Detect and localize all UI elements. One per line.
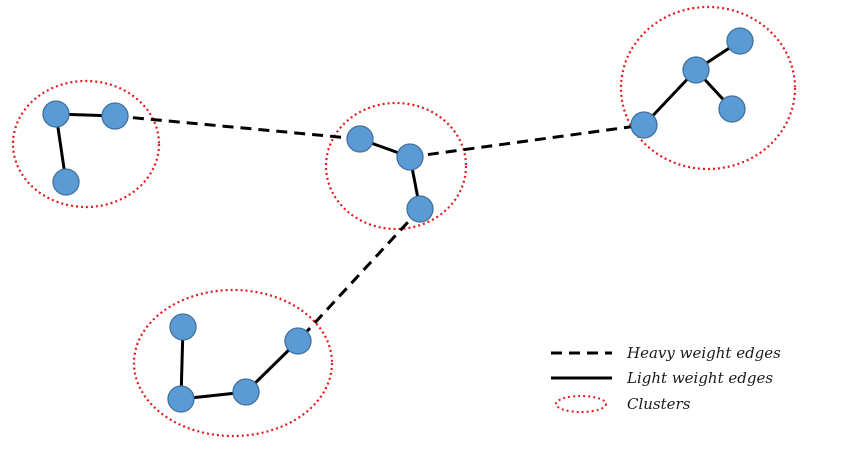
cluster-right (619, 5, 797, 171)
graph-node (52, 168, 80, 196)
cluster-center (324, 101, 468, 231)
graph-node (167, 385, 195, 413)
legend-heavy-label: Heavy weight edges (626, 344, 781, 362)
heavy-edges (114, 114, 645, 343)
graph-node (406, 195, 434, 223)
cluster-left (11, 79, 161, 209)
graph-node (396, 143, 424, 171)
graph-node (718, 95, 746, 123)
heavy-edge-center-right (409, 123, 645, 159)
cluster-bottom (132, 288, 334, 438)
legend-cluster-label: Clusters (627, 395, 691, 413)
heavy-edge-left-center (114, 114, 361, 141)
graph-node (682, 56, 710, 84)
graph-node (726, 27, 754, 55)
clusters (11, 5, 797, 438)
graph-node (346, 125, 374, 153)
graph-node (284, 327, 312, 355)
graph-node (169, 313, 197, 341)
graph-node (101, 102, 129, 130)
heavy-edge-center-bottom (296, 207, 422, 343)
legend-light-label: Light weight edges (626, 369, 773, 387)
legend: Heavy weight edges Light weight edges Cl… (551, 344, 781, 413)
legend-cluster-swatch (555, 395, 607, 413)
graph-node (630, 111, 658, 139)
nodes (42, 27, 754, 413)
graph-node (42, 100, 70, 128)
graph-node (232, 378, 260, 406)
